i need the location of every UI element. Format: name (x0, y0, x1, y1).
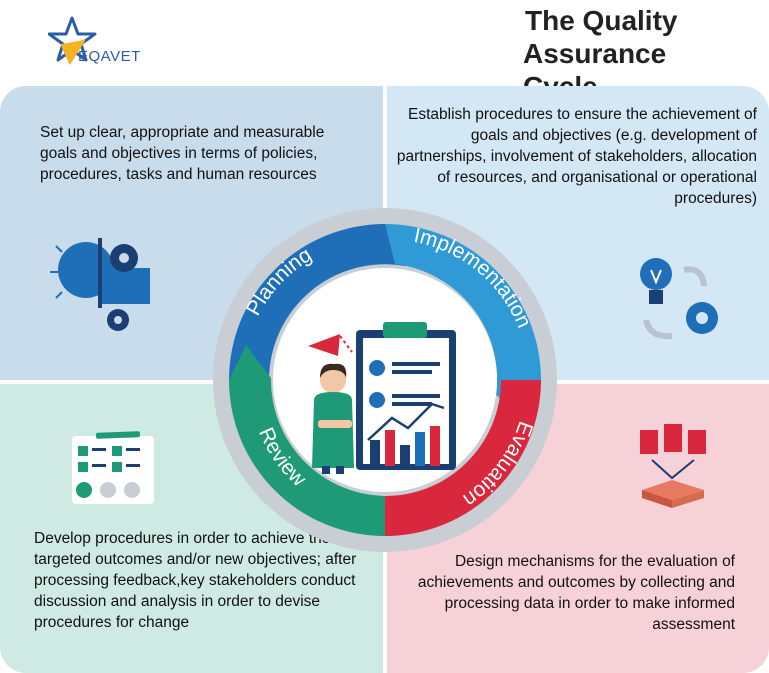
cycle-ring (229, 224, 541, 536)
implementation-description: Establish procedures to ensure the achie… (396, 106, 757, 207)
planning-segment (229, 224, 440, 380)
person-clipboard-chart-icon (308, 322, 456, 474)
checklist-feedback-icon (72, 431, 154, 504)
title-line-1: The Quality (525, 5, 678, 36)
review-description: Develop procedures in order to achieve t… (34, 530, 357, 631)
implementation-segment (385, 224, 541, 418)
evaluation-segment (345, 380, 541, 536)
eqavet-logo (47, 10, 168, 74)
evaluation-description: Design mechanisms for the evaluation of … (417, 553, 735, 633)
star-logo-icon (47, 16, 97, 66)
head-gears-icon (50, 238, 150, 331)
lightbulb-gear-icon (640, 258, 718, 340)
logo-text: EQAVET (78, 48, 141, 65)
documents-funnel-icon (640, 424, 706, 508)
planning-description: Set up clear, appropriate and measurable… (40, 124, 325, 183)
review-segment (229, 345, 385, 536)
